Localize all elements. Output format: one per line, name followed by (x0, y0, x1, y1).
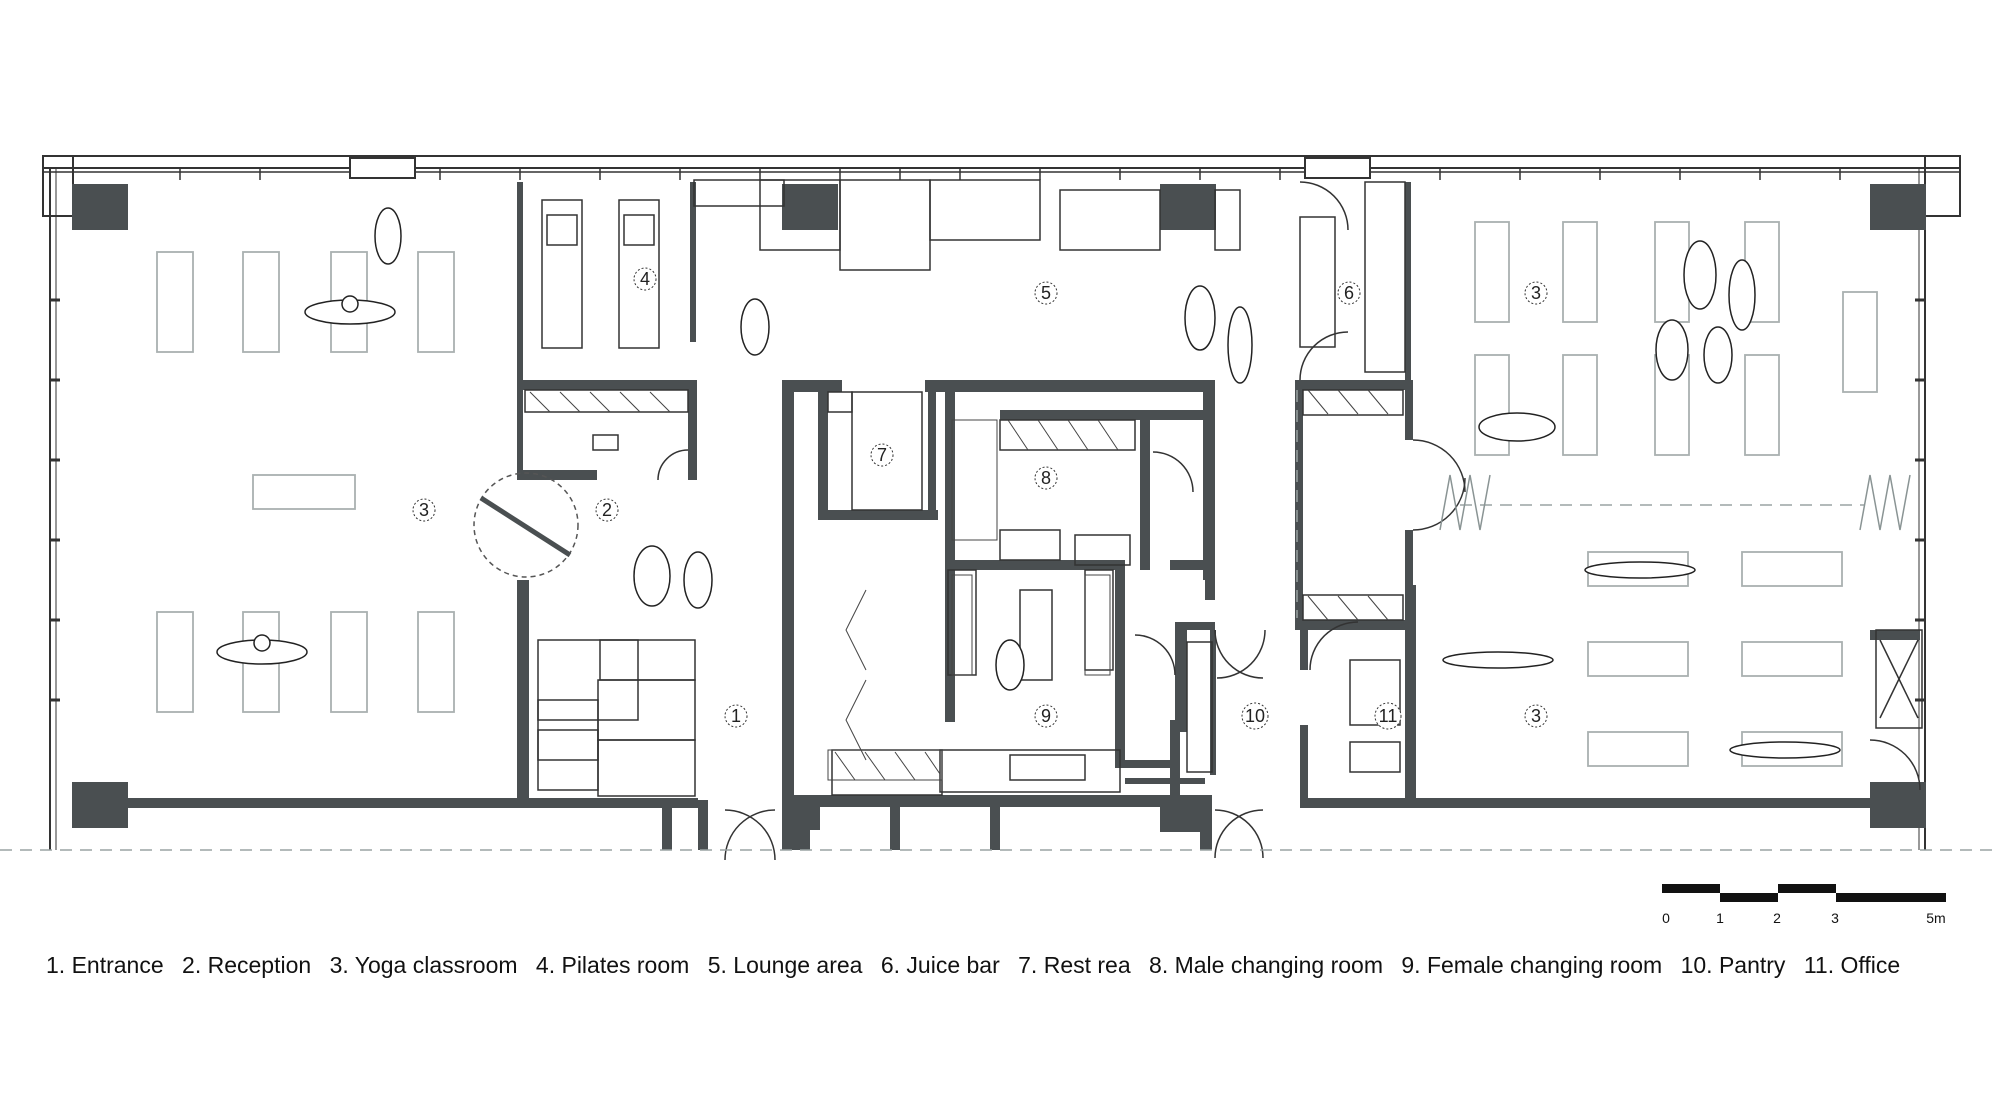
svg-text:8: 8 (1041, 468, 1051, 488)
room-label-3-left: 3 (412, 498, 436, 522)
dashed-lines (0, 390, 2000, 851)
legend-item: 5. Lounge area (707, 952, 863, 978)
scale-tick-5m: 5m (1926, 910, 1945, 926)
svg-text:5: 5 (1041, 283, 1051, 303)
room-label-4: 4 (633, 267, 657, 291)
building-envelope (42, 155, 1961, 850)
scale-tick-2: 2 (1773, 910, 1781, 926)
room-label-1: 1 (724, 704, 748, 728)
yoga-mats (156, 221, 1878, 767)
legend-item: 11. Office (1803, 952, 1901, 978)
svg-text:7: 7 (877, 445, 887, 465)
furniture (524, 179, 1923, 797)
legend-item: 6. Juice bar (880, 952, 1000, 978)
room-label-5: 5 (1034, 281, 1058, 305)
svg-text:4: 4 (640, 269, 650, 289)
revolving-door (473, 472, 579, 578)
legend-item: 3. Yoga classroom (329, 952, 518, 978)
legend-item: 10. Pantry (1680, 952, 1786, 978)
legend-item: 9. Female changing room (1401, 952, 1663, 978)
scale-tick-1: 1 (1716, 910, 1724, 926)
svg-text:2: 2 (602, 500, 612, 520)
legend-item: 7. Rest rea (1018, 952, 1131, 978)
legend-item: 4. Pilates room (535, 952, 690, 978)
legend-item: 2. Reception (182, 952, 312, 978)
room-labels: 1 2 3 3 3 4 5 6 7 8 9 10 11 (412, 267, 1548, 730)
structural-columns (72, 184, 1926, 828)
svg-text:11: 11 (1379, 706, 1398, 726)
lockers (529, 389, 1389, 781)
room-label-2: 2 (595, 498, 619, 522)
walls (128, 182, 1920, 850)
people-figures (216, 207, 1841, 759)
room-label-9: 9 (1034, 704, 1058, 728)
room-label-8: 8 (1034, 466, 1058, 490)
room-label-6: 6 (1337, 281, 1361, 305)
svg-text:1: 1 (731, 706, 741, 726)
room-label-7: 7 (870, 443, 894, 467)
room-label-3-right-bottom: 3 (1524, 704, 1548, 728)
folding-partitions (1439, 474, 1911, 531)
room-label-11: 11 (1374, 702, 1402, 730)
svg-text:3: 3 (1531, 283, 1541, 303)
scale-tick-3: 3 (1831, 910, 1839, 926)
room-label-3-right-top: 3 (1524, 281, 1548, 305)
room-legend: 1. Entrance 2. Reception 3. Yoga classro… (46, 952, 1956, 979)
svg-text:9: 9 (1041, 706, 1051, 726)
svg-text:3: 3 (419, 500, 429, 520)
scale-tick-0: 0 (1662, 910, 1670, 926)
room-label-10: 10 (1241, 702, 1269, 730)
legend-item: 1. Entrance (46, 952, 164, 978)
svg-text:10: 10 (1245, 706, 1265, 726)
legend-item: 8. Male changing room (1149, 952, 1383, 978)
scale-bar: 0 1 2 3 5m (1662, 884, 1946, 926)
svg-text:6: 6 (1344, 283, 1354, 303)
doors (657, 181, 1921, 861)
svg-text:3: 3 (1531, 706, 1541, 726)
